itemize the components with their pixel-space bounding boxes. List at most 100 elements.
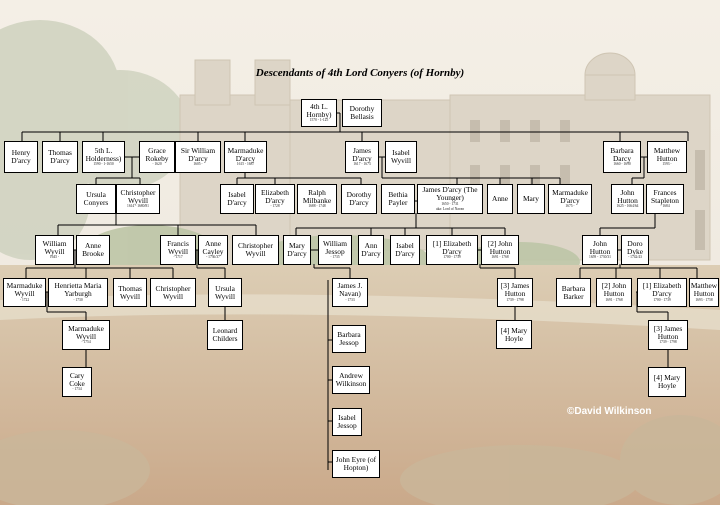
person-name: Mary D'arcy [287, 241, 307, 258]
person-james-hutton-2[interactable]: [3] James Hutton 1739 - 1798 [648, 320, 688, 350]
person-doro-dyke[interactable]: Doro Dyke - 1742/43 [621, 235, 649, 265]
person-frances-stapleton[interactable]: Frances Stapleton - 1684 [646, 184, 684, 214]
person-name: Henry D'arcy [11, 148, 31, 165]
person-bethia-payler[interactable]: Bethia Payler [381, 184, 415, 214]
person-anne-cayley[interactable]: Anne Cayley - 1736/37 [198, 235, 228, 265]
person-name: James D'arcy (The Younger) [422, 185, 478, 203]
person-james-j-navan[interactable]: James J. Navan) - 1733 [332, 278, 368, 307]
person-name: Isabel Jessop [337, 413, 357, 430]
person-dates: 1700 - 1739 [443, 255, 461, 260]
person-dorothy-darcy[interactable]: Dorothy D'arcy [341, 184, 377, 214]
person-name: Grace Rokeby [145, 145, 169, 163]
person-name: Cary Coke [69, 370, 85, 388]
person-john-hutton-2[interactable]: [2] John Hutton 1691 - 1768 [481, 235, 519, 265]
foreground-shrubs [0, 415, 720, 505]
person-5th-lord[interactable]: 5th L. Holderness) 1590 - 1-1650 [82, 141, 125, 173]
person-john-hutton-1[interactable]: John Hutton 1625 - 1664/64 [611, 184, 644, 214]
person-ursula-wyvill[interactable]: Ursula Wyvill [208, 278, 242, 307]
person-dates: - 1717 [173, 255, 183, 260]
person-christopher-wyvill-1[interactable]: Christopher Wyvill 1614 - 1680/81 [116, 184, 160, 214]
person-thomas-darcy[interactable]: Thomas D'arcy [42, 141, 78, 173]
person-name: 5th L. Holderness) [85, 145, 122, 163]
person-name: John Hutton [617, 187, 638, 205]
house-windows [470, 120, 705, 250]
person-name: Thomas D'arcy [48, 148, 72, 165]
person-mary-hoyle-2[interactable]: [4] Mary Hoyle [648, 367, 686, 397]
person-marmaduke-darcy-1[interactable]: Marmaduke D'arcy 1615 - 1687 [224, 141, 267, 173]
person-william-wyvill[interactable]: William Wyvill 1645 - [35, 235, 74, 265]
person-dates: 1645 - [49, 255, 60, 260]
person-john-hutton-4[interactable]: [2] John Hutton 1691 - 1768 [596, 278, 632, 307]
person-name: Barbara Darcy [610, 145, 634, 163]
person-ursula-conyers[interactable]: Ursula Conyers [76, 184, 116, 214]
person-dates: - 1736/37 [206, 255, 220, 260]
person-dates: - 1754 [81, 340, 91, 345]
person-matthew-hutton-2[interactable]: Matthew Hutton 1693 - 1758 [689, 278, 719, 307]
person-henry-darcy[interactable]: Henry D'arcy [4, 141, 38, 173]
person-name: James J. Navan) [337, 281, 363, 299]
person-james-darcy[interactable]: James D'arcy 1617 - 1673 [345, 141, 379, 173]
person-name: Barbara Barker [561, 283, 586, 301]
person-dates: 1675 - [565, 204, 575, 209]
person-james-hutton-1[interactable]: [3] James Hutton 1739 - 1798 [497, 278, 533, 307]
person-matthew-hutton-1[interactable]: Matthew Hutton 1593 - [647, 141, 687, 173]
person-isabel-darcy-2[interactable]: Isabel D'arcy [390, 235, 420, 265]
person-name: Dorothy Bellasis [349, 104, 375, 121]
person-barbara-jessop[interactable]: Barbara Jessop [332, 325, 366, 353]
person-ann-darcy[interactable]: Ann D'arcy [358, 235, 384, 265]
person-william-jessop[interactable]: William Jessop - 1735 [318, 235, 352, 265]
person-mary-darcy[interactable]: Mary D'arcy [283, 235, 311, 265]
person-sir-william-darcy[interactable]: Sir William D'arcy 1605 - [175, 141, 221, 173]
person-name: Barbara Jessop [337, 330, 361, 347]
person-james-darcy-younger[interactable]: James D'arcy (The Younger) 1650 - 1731 a… [417, 184, 483, 214]
person-name: Andrew Wilkinson [335, 371, 367, 388]
person-isabel-jessop[interactable]: Isabel Jessop [332, 408, 362, 436]
person-name: James D'arcy [352, 145, 372, 163]
person-name: William Jessop [323, 238, 347, 256]
person-barbara-barker[interactable]: Barbara Barker [556, 278, 591, 307]
person-barbara-darcy[interactable]: Barbara Darcy 1660 - 1690 [603, 141, 641, 173]
person-christopher-wyvill-2[interactable]: Christopher Wyvill [232, 235, 279, 265]
person-name: [3] James Hutton [500, 281, 530, 299]
person-ralph-milbanke[interactable]: Ralph Milbanke 1688 - 1748 [297, 184, 337, 214]
person-henrietta-maria-yarburgh[interactable]: Henrietta Maria Yarburgh - 1730 [48, 278, 108, 307]
person-grace-rokeby[interactable]: Grace Rokeby - 1620 [139, 141, 175, 173]
person-marmaduke-wyvill-1[interactable]: Marmaduke Wyvill - 1722 [3, 278, 46, 307]
person-name: Anne Brooke [82, 241, 104, 258]
person-cary-coke[interactable]: Cary Coke - 1734 [62, 367, 92, 397]
person-name: [1] Elizabeth D'arcy [432, 238, 472, 256]
person-name: Anne Cayley [202, 238, 224, 256]
person-elizabeth-darcy-3[interactable]: [1] Elizabeth D'arcy 1700 - 1739 [637, 278, 687, 307]
person-leonard-childers[interactable]: Leonard Childers [207, 320, 243, 350]
person-dates: 1650 - 1731 [441, 202, 459, 206]
person-francis-wyvill[interactable]: Francis Wyvill - 1717 [160, 235, 196, 265]
person-mary[interactable]: Mary [517, 184, 545, 214]
person-john-eyre[interactable]: John Eyre (of Hopton) [332, 450, 380, 478]
person-dorothy-bellasis[interactable]: Dorothy Bellasis [342, 99, 382, 127]
person-isabel-wyvill[interactable]: Isabel Wyvill [385, 141, 417, 173]
person-dates: 1593 - [662, 162, 672, 167]
person-name: Frances Stapleton [651, 187, 679, 205]
person-thomas-wyvill[interactable]: Thomas Wyvill [113, 278, 147, 307]
person-andrew-wilkinson[interactable]: Andrew Wilkinson [332, 366, 370, 394]
person-name: [4] Mary Hoyle [653, 373, 681, 390]
person-name: Doro Dyke [626, 238, 643, 256]
person-isabel-darcy-1[interactable]: Isabel D'arcy [220, 184, 254, 214]
person-elizabeth-darcy-2[interactable]: [1] Elizabeth D'arcy 1700 - 1739 [426, 235, 478, 265]
person-marmaduke-wyvill-2[interactable]: Marmaduke Wyvill - 1754 [62, 320, 110, 350]
person-aka: aka: Lord of Navan [435, 206, 465, 211]
person-dates: - 1742/43 [628, 255, 642, 260]
person-dates: 1570 - 1-125 [309, 118, 329, 123]
person-marmaduke-darcy-2[interactable]: Marmaduke D'arcy 1675 - [548, 184, 592, 214]
person-john-hutton-3[interactable]: John Hutton 1659 - 1730/31 [582, 235, 618, 265]
person-elizabeth-darcy-1[interactable]: Elizabeth D'arcy - 1728 [255, 184, 295, 214]
person-mary-hoyle-1[interactable]: [4] Mary Hoyle [496, 320, 532, 349]
person-name: [4] Mary Hoyle [500, 325, 528, 343]
person-dates: 1614 - 1680/81 [127, 204, 149, 209]
house-building [179, 52, 711, 266]
person-christopher-wyvill-3[interactable]: Christopher Wyvill [150, 278, 196, 307]
person-anne-brooke[interactable]: Anne Brooke [76, 235, 110, 265]
person-name: Isabel D'arcy [227, 190, 247, 207]
person-lord4[interactable]: 4th L. Hornby) 1570 - 1-125 [301, 99, 337, 127]
person-anne[interactable]: Anne [487, 184, 513, 214]
